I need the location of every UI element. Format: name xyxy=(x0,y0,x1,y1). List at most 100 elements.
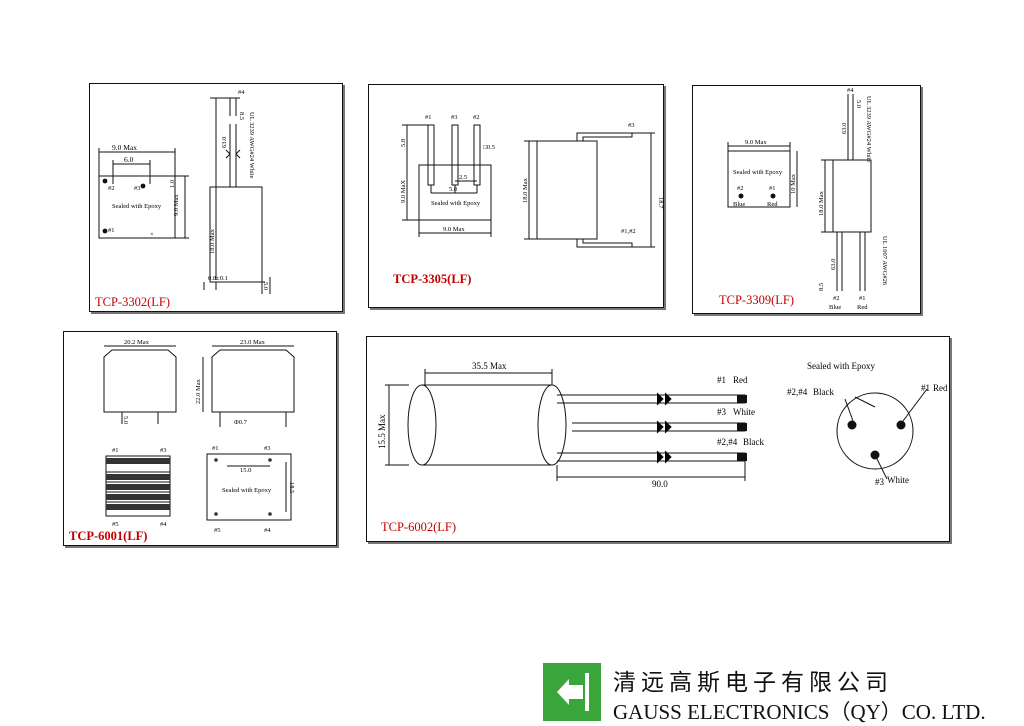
pin-a4-label: #4 xyxy=(160,521,167,528)
company-logo xyxy=(543,663,601,721)
company-name-cn: 清远高斯电子有限公司 xyxy=(613,670,893,696)
sealed-epoxy-label: Sealed with Epoxy xyxy=(112,203,162,210)
end-pin-1: #1 xyxy=(921,383,930,393)
sealed-epoxy-label: Sealed with Epoxy xyxy=(222,487,272,494)
pin-b3-label: #3 xyxy=(264,445,271,452)
foot-dim: 5.0 xyxy=(262,282,269,290)
bottom-view-body xyxy=(206,453,292,521)
tcp-3302-front-body xyxy=(98,175,176,239)
company-name-en: GAUSS ELECTRONICS（QY）CO. LTD. xyxy=(613,700,986,724)
pin-b5-label: #5 xyxy=(214,527,221,534)
tcp-3309-front-body xyxy=(727,150,791,208)
width-max-dim: 9.0 Max xyxy=(112,143,137,152)
sealed-epoxy-label: Sealed with Epoxy xyxy=(431,200,481,207)
tcp-3309-panel: 9.0 Max Sealed with Epoxy #2 #1 Blue Red… xyxy=(692,85,921,314)
length-dim: 35.5 Max xyxy=(472,361,507,371)
pin-a5-label: #5 xyxy=(112,521,119,528)
x-mark: × xyxy=(150,231,154,238)
model-label: TCP-3305(LF) xyxy=(393,272,471,286)
small-bot-dim: 8.5 xyxy=(818,283,825,291)
wire-2-pin: #3 xyxy=(717,407,727,417)
base-dim: 0.8±0.1 xyxy=(208,275,228,282)
tcp-3302-side-body xyxy=(209,186,263,283)
pin-2-label: #2 xyxy=(108,185,115,192)
height-dim: 18.0 Max xyxy=(209,228,216,254)
wire-length-dim: 90.0 xyxy=(652,479,668,489)
side-view-body xyxy=(211,349,295,413)
end-black: Black xyxy=(813,387,834,397)
pin-b4-label: #4 xyxy=(264,527,271,534)
pin-12-label: #1,#2 xyxy=(621,228,636,235)
wire-spec-label: UL 3239 AWG#24 White xyxy=(248,112,255,179)
pin-2-label: #2 xyxy=(473,114,480,121)
model-label: TCP-6002(LF) xyxy=(381,520,456,534)
end-pin-3: #3 xyxy=(875,477,885,487)
tcp-3305-drawing: #1 #3 #2 □0.5 2.5 5.0 Sealed with Epoxy … xyxy=(393,114,664,286)
pin-4-label: #4 xyxy=(847,87,854,94)
end-red: Red xyxy=(933,383,948,393)
lead-dim: 63.0 xyxy=(221,137,228,148)
pin-2b-label: #2 xyxy=(833,295,840,302)
red-b-label: Red xyxy=(857,304,868,311)
height-dim: 9.0 MaX xyxy=(400,180,407,203)
pitch-b-dim: 5.0 xyxy=(449,186,457,193)
lead-dim: 5.8 xyxy=(400,139,407,147)
tcp-6001-drawing: 20.2 Max 23.0 Max 22.0 Max Φ0.7 5.0 #1 #… xyxy=(69,339,295,543)
end-pin-24: #2,#4 xyxy=(787,387,808,397)
tcp-6001-panel: 20.2 Max 23.0 Max 22.0 Max Φ0.7 5.0 #1 #… xyxy=(63,331,337,546)
tcp-6002-drawing: 35.5 Max 15.5 Max 90.0 #1 Red #3 White #… xyxy=(377,361,948,534)
end-sealed-label: Sealed with Epoxy xyxy=(807,361,875,371)
pin-sq-dim: □0.5 xyxy=(483,144,495,151)
lead-top-dim: 63.0 xyxy=(841,123,848,134)
model-label: TCP-3302(LF) xyxy=(95,295,170,309)
side-dim: 18.5 xyxy=(288,482,295,493)
model-label: TCP-3309(LF) xyxy=(719,293,794,307)
pin-2-label: #2 xyxy=(737,185,744,192)
company-brand: 清远高斯电子有限公司 GAUSS ELECTRONICS（QY）CO. LTD. xyxy=(543,663,1023,724)
tcp-3302-drawing: #4 9.0 Max 6.0 #2 #3 #1 Sealed with Epox… xyxy=(95,89,271,309)
pin-a3-label: #3 xyxy=(160,447,167,454)
red-label: Red xyxy=(767,201,778,208)
side-height-dim: 18.0 Max xyxy=(522,177,529,203)
diameter-dim: 15.5 Max xyxy=(377,414,387,449)
tcp-3302-panel: #4 9.0 Max 6.0 #2 #3 #1 Sealed with Epox… xyxy=(89,83,343,312)
tcp-3309-side-body xyxy=(832,159,872,233)
wire-3-color: Black xyxy=(743,437,764,447)
pin-b1-label: #1 xyxy=(212,445,219,452)
width-1-dim: 20.2 Max xyxy=(124,339,150,346)
pin-3-label: #3 xyxy=(451,114,458,121)
body-height-dim: 9.0 Max xyxy=(173,194,180,216)
lead-bot-dim: 63.0 xyxy=(830,259,837,270)
end-white: White xyxy=(887,475,909,485)
pitch-dim: 6.0 xyxy=(124,155,134,164)
pin-1-label: #1 xyxy=(769,185,776,192)
pin-a1-label: #1 xyxy=(112,447,119,454)
tcp-6002-panel: 35.5 Max 15.5 Max 90.0 #1 Red #3 White #… xyxy=(366,336,950,542)
pin-1-label: #1 xyxy=(108,227,115,234)
wire-bot-label: UL 1007 AWG#26 xyxy=(881,236,888,286)
pin-dia-dim: Φ0.7 xyxy=(234,419,248,426)
width-dim: 9.0 Max xyxy=(443,226,465,233)
right-height-dim: 18.7 xyxy=(657,197,664,209)
tcp-3309-drawing: 9.0 Max Sealed with Epoxy #2 #1 Blue Red… xyxy=(719,87,888,311)
tcp-3305-panel: #1 #3 #2 □0.5 2.5 5.0 Sealed with Epoxy … xyxy=(368,84,664,308)
pin-1-label: #1 xyxy=(425,114,432,121)
logo-arrow-icon xyxy=(557,673,589,711)
body-height-dim: 18.0 Max xyxy=(818,190,825,216)
wire-1-color: Red xyxy=(733,375,748,385)
tcp-3305-front-body xyxy=(418,164,492,221)
small-top-dim: 5.0 xyxy=(855,100,862,108)
top-small-dim: 8.5 xyxy=(238,112,245,120)
sealed-epoxy-label: Sealed with Epoxy xyxy=(733,169,783,176)
model-label: TCP-6001(LF) xyxy=(69,529,147,543)
pin-3-label: #3 xyxy=(134,185,141,192)
blue-b-label: Blue xyxy=(829,304,841,311)
tcp-3305-side-body xyxy=(536,140,598,240)
front-view-body xyxy=(103,349,177,413)
pitch-a-dim: 2.5 xyxy=(459,174,467,181)
blue-label: Blue xyxy=(733,201,745,208)
height-dim: 22.0 Max xyxy=(195,378,202,404)
width-max-dim: 9.0 Max xyxy=(745,139,767,146)
pin-4-label: #4 xyxy=(238,89,245,96)
width-2-dim: 23.0 Max xyxy=(240,339,266,346)
